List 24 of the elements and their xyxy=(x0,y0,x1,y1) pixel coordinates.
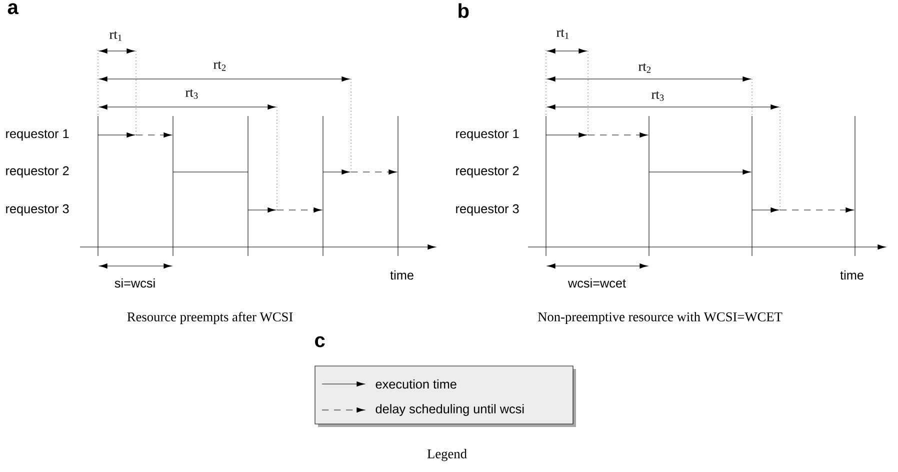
panel-letter: c xyxy=(315,336,325,348)
legend-text: execution time xyxy=(376,379,456,389)
row-label: requestor 2 xyxy=(456,166,519,178)
dimension-label: rt$_{3}$ xyxy=(186,89,198,99)
dimension-label: rt$_{2}$ xyxy=(638,63,651,73)
caption: Legend xyxy=(427,448,467,462)
row-label: requestor 3 xyxy=(6,204,69,216)
axis-label: time xyxy=(840,270,864,280)
row-label: requestor 3 xyxy=(456,204,519,216)
panel-letter: a xyxy=(8,3,19,14)
row-label: requestor 1 xyxy=(456,129,519,141)
row-label: requestor 1 xyxy=(6,129,69,141)
dimension-label: rt$_{2}$ xyxy=(214,61,226,71)
dimension-label: rt$_{1}$ xyxy=(556,29,569,39)
caption: Non-preemptive resource with WCSI=WCET xyxy=(538,312,782,324)
axis-label: time xyxy=(390,270,414,280)
dimension-label: rt$_{1}$ xyxy=(110,31,122,41)
dimension-label: wcsi=wcet xyxy=(568,278,626,288)
caption: Resource preempts after WCSI xyxy=(127,312,293,324)
row-label: requestor 2 xyxy=(6,166,69,178)
dimension-label: rt$_{3}$ xyxy=(652,91,664,101)
dimension-label: si=wcsi xyxy=(114,278,155,288)
legend-text: delay scheduling until wcsi xyxy=(376,404,524,416)
panel-letter: b xyxy=(458,3,469,18)
